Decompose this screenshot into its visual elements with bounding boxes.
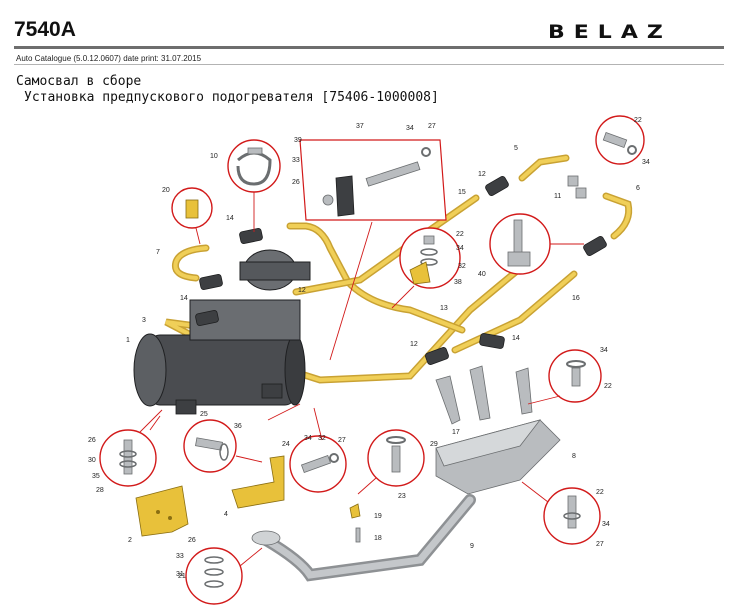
detail-bolt-33: [185, 547, 243, 605]
callout-4: 4: [224, 511, 228, 518]
callout-14a: 14: [226, 215, 234, 222]
callout-37: 37: [356, 123, 364, 130]
leader-lines: [149, 403, 323, 441]
callout-23: 23: [398, 493, 406, 500]
callout-22c: 22: [604, 383, 612, 390]
catalogue-info: Auto Catalogue (5.0.12.0607) date print:…: [16, 54, 202, 63]
small-parts: [349, 175, 587, 543]
callout-33a: 33: [292, 157, 300, 164]
callout-34f: 34: [602, 521, 610, 528]
callout-39: 39: [294, 137, 302, 144]
callout-27b: 27: [338, 437, 346, 444]
callout-34d: 34: [600, 347, 608, 354]
callout-1: 1: [126, 337, 130, 344]
callout-34e: 34: [304, 435, 312, 442]
callout-31: 31: [176, 571, 184, 578]
callout-8: 8: [572, 453, 576, 460]
detail-panel: [299, 139, 447, 361]
callout-33b: 33: [176, 553, 184, 560]
callout-26c: 26: [188, 537, 196, 544]
callout-30: 30: [88, 457, 96, 464]
callout-35: 35: [92, 473, 100, 480]
exhaust-pipe: [251, 494, 476, 582]
callout-24: 24: [282, 441, 290, 448]
callout-26a: 26: [88, 437, 96, 444]
detail-circles: [99, 115, 645, 605]
callout-3: 3: [142, 317, 146, 324]
callout-11: 11: [554, 193, 561, 200]
callout-26b: 26: [292, 179, 300, 186]
assembly-title: Самосвал в сборе: [16, 74, 142, 89]
callout-9: 9: [470, 543, 474, 550]
callout-19: 19: [374, 513, 382, 520]
callout-numbers: 1 2 3 4 5 6 7 8 9 10 11 12 12 12 13 14 1…: [88, 117, 650, 580]
callout-28: 28: [96, 487, 104, 494]
bracket-2: [135, 485, 189, 537]
heat-shield-tray: [435, 419, 561, 495]
callout-2: 2: [128, 537, 132, 544]
subassembly-title: Установка предпускового подогревателя [7…: [24, 90, 439, 105]
brand-logo: BELAZ: [548, 22, 672, 44]
callout-17: 17: [452, 429, 460, 436]
catalogue-code: 7540A: [14, 18, 76, 41]
callout-5: 5: [514, 145, 518, 152]
callout-18: 18: [374, 535, 382, 542]
heater-tank: [133, 249, 311, 415]
callout-12c: 12: [410, 341, 418, 348]
callout-29: 29: [430, 441, 438, 448]
callout-22d: 22: [596, 489, 604, 496]
header-rule: [14, 46, 724, 49]
callout-21: 21: [178, 573, 186, 580]
callout-10: 10: [210, 153, 218, 160]
callout-12a: 12: [478, 171, 486, 178]
callout-40: 40: [478, 271, 486, 278]
header-thin-rule: [14, 64, 724, 65]
callout-38: 38: [454, 279, 462, 286]
callout-15: 15: [458, 189, 466, 196]
callout-16: 16: [572, 295, 580, 302]
mounting-straps: [435, 365, 533, 425]
callout-12b: 12: [298, 287, 306, 294]
callout-32b: 32: [458, 263, 466, 270]
callout-27c: 27: [596, 541, 604, 548]
callout-7: 7: [156, 249, 160, 256]
callout-25: 25: [200, 411, 208, 418]
callout-20: 20: [162, 187, 170, 194]
callout-34b: 34: [642, 159, 650, 166]
callout-36: 36: [234, 423, 242, 430]
callout-32a: 32: [318, 435, 326, 442]
callout-22a: 22: [634, 117, 642, 124]
hose-sleeves: [195, 176, 607, 365]
callout-22b: 22: [456, 231, 464, 238]
callout-6: 6: [636, 185, 640, 192]
callout-34c: 34: [456, 245, 464, 252]
bracket-4: [231, 455, 285, 509]
callout-14c: 14: [512, 335, 520, 342]
callout-14b: 14: [180, 295, 188, 302]
callout-27a: 27: [428, 123, 436, 130]
callout-34a: 34: [406, 125, 414, 132]
callout-13: 13: [440, 305, 448, 312]
